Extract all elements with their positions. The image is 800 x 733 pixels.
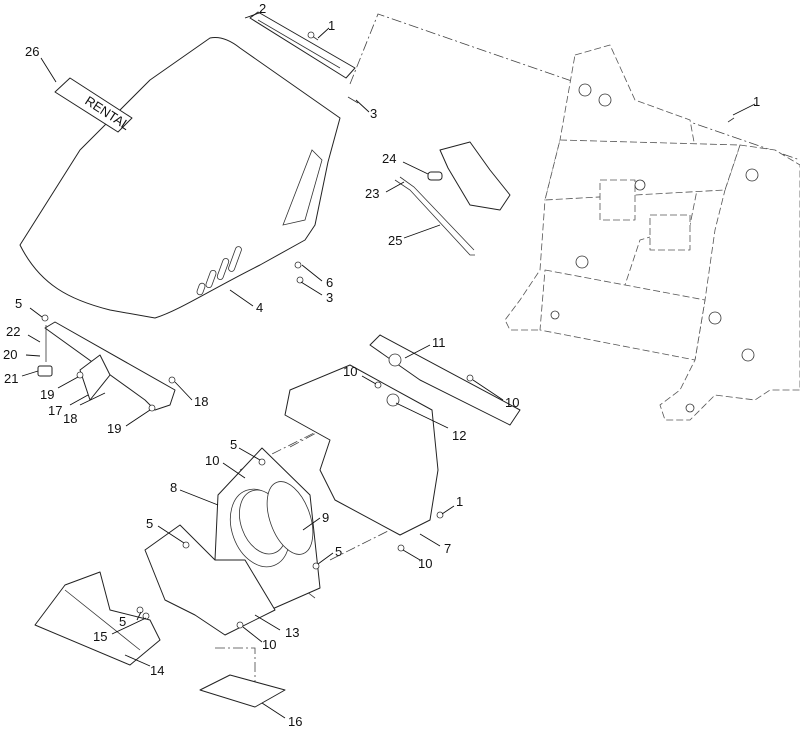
callout-1: 1 [456,494,463,509]
callout-10: 10 [418,556,432,571]
callout-21: 21 [4,371,18,386]
callout-6: 6 [326,275,333,290]
callout-10: 10 [343,364,357,379]
callout-18: 18 [194,394,208,409]
callout-19: 19 [40,387,54,402]
callout-18: 18 [63,411,77,426]
callout-5: 5 [230,437,237,452]
callout-19: 19 [107,421,121,436]
callout-14: 14 [150,663,164,678]
callout-16: 16 [288,714,302,729]
channel-bracket [369,334,521,426]
callout-5: 5 [146,516,153,531]
callout-26: 26 [25,44,39,59]
support-bracket [37,314,176,411]
fan-shroud [214,447,321,611]
hood-cover [19,37,341,319]
callout-17: 17 [48,403,62,418]
callouts: 2 1 1 26 3 24 23 25 6 3 4 5 22 20 21 19 … [3,1,760,729]
callout-2: 2 [259,1,266,16]
callout-25: 25 [388,233,402,248]
callout-15: 15 [93,629,107,644]
machine-frame-ghost [504,44,800,421]
callout-8: 8 [170,480,177,495]
callout-24: 24 [382,151,396,166]
callout-1: 1 [753,94,760,109]
lower-panel [144,524,276,636]
fasteners [76,261,474,629]
callout-10: 10 [262,637,276,652]
callout-10: 10 [505,395,519,410]
screw-top [307,31,735,123]
callout-23: 23 [365,186,379,201]
rental-decal: RENTAL [54,77,133,133]
callout-11: 11 [432,335,446,350]
callout-1: 1 [328,18,335,33]
callout-10: 10 [205,453,219,468]
callout-9: 9 [322,510,329,525]
callout-4: 4 [256,300,263,315]
callout-5: 5 [15,296,22,311]
callout-5: 5 [119,614,126,629]
deflector [34,571,161,666]
cover-plate [199,674,286,708]
callout-3: 3 [326,290,333,305]
callout-13: 13 [285,625,299,640]
callout-3: 3 [370,106,377,121]
callout-22: 22 [6,324,20,339]
leader-lines [21,11,756,719]
callout-5: 5 [335,544,342,559]
lever-assembly [394,141,511,256]
side-panel [284,364,439,536]
callout-12: 12 [452,428,466,443]
callout-7: 7 [444,541,451,556]
callout-20: 20 [3,347,17,362]
